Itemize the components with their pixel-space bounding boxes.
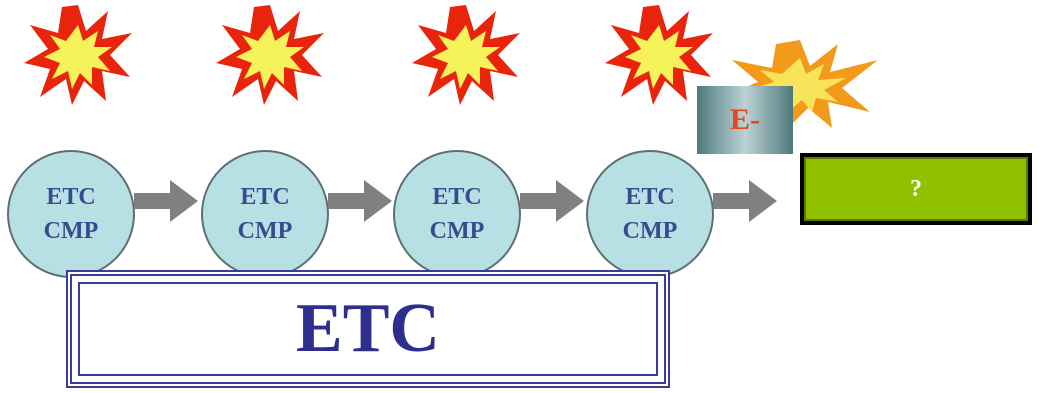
electron-label: E- [730,103,760,136]
result-label: ? [910,175,922,202]
explosion-burst-icon-4 [605,5,713,105]
node-line2: CMP [237,218,293,244]
etc-cmp-node-4: ETC CMP [586,150,714,278]
electron-label-box: E- [697,86,793,154]
etc-cmp-node-2: ETC CMP [201,150,329,278]
node-line1: ETC [625,184,675,210]
node-line1: ETC [432,184,482,210]
explosion-burst-icon-2 [216,5,324,105]
node-line2: CMP [622,218,678,244]
node-line1: ETC [46,184,96,210]
etc-title-box: ETC [66,270,670,388]
result-box-inner: ? [804,157,1028,221]
right-arrow-icon-2 [328,180,392,222]
etc-title: ETC [296,290,440,367]
explosion-burst-icon-3 [412,5,520,105]
node-line2: CMP [43,218,99,244]
explosion-burst-icon-1 [24,5,132,105]
right-arrow-icon-1 [134,180,198,222]
node-line1: ETC [240,184,290,210]
etc-cmp-node-1: ETC CMP [7,150,135,278]
right-arrow-icon-3 [520,180,584,222]
node-line2: CMP [429,218,485,244]
etc-cmp-node-3: ETC CMP [393,150,521,278]
result-box: ? [800,153,1032,225]
right-arrow-icon-4 [713,180,777,222]
